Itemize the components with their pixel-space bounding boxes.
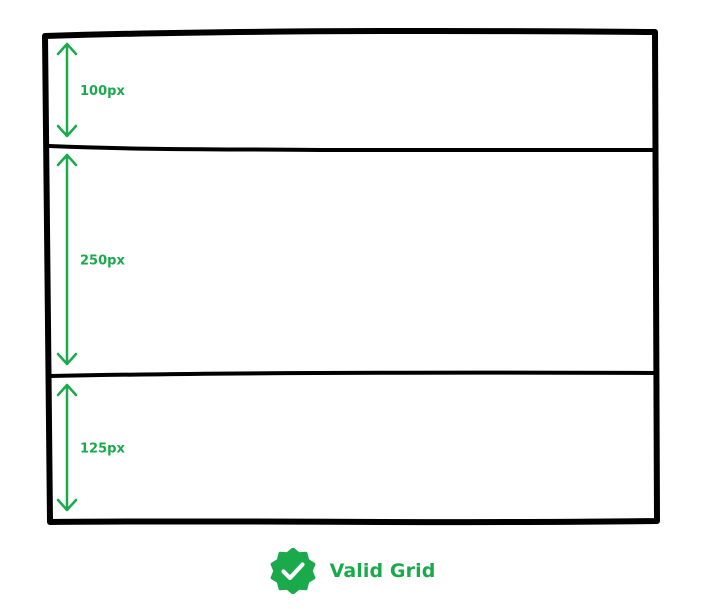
dimension-arrow bbox=[56, 42, 78, 138]
validation-status-text: Valid Grid bbox=[329, 560, 436, 582]
validation-status: Valid Grid bbox=[0, 545, 705, 597]
row-dimension-2: 250px bbox=[56, 153, 125, 366]
row-dimension-3: 125px bbox=[56, 383, 125, 512]
row-divider-2 bbox=[48, 370, 657, 378]
grid-container-outline bbox=[42, 28, 660, 526]
row-size-label: 250px bbox=[80, 254, 125, 269]
row-dimension-1: 100px bbox=[56, 42, 125, 138]
dimension-arrow bbox=[56, 383, 78, 512]
verified-badge-checkmark-icon bbox=[270, 548, 316, 594]
dimension-arrow bbox=[56, 153, 78, 366]
row-divider-1 bbox=[47, 144, 655, 153]
row-size-label: 125px bbox=[80, 442, 125, 457]
row-size-label: 100px bbox=[80, 84, 125, 99]
row-dimensions: 100px 250px 125px bbox=[56, 42, 125, 512]
grid-diagram: 100px 250px 125px bbox=[42, 28, 660, 526]
